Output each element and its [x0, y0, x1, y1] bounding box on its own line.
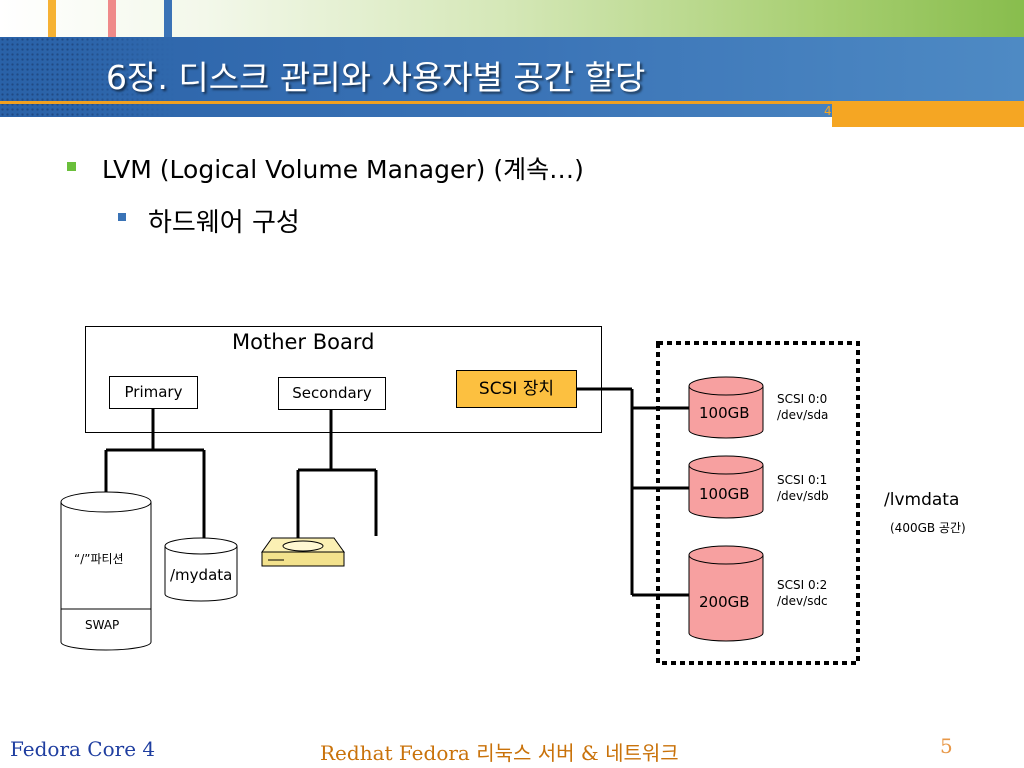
- lvm-volume-name: /lvmdata: [884, 490, 960, 510]
- slide-title: 6장. 디스크 관리와 사용자별 공간 할당: [106, 58, 646, 97]
- disk-1-size: 100GB: [699, 404, 750, 422]
- primary-controller: Primary: [109, 376, 198, 409]
- scsi-controller: SCSI 장치: [456, 370, 577, 408]
- page-number: 5: [940, 734, 953, 758]
- secondary-controller: Secondary: [278, 377, 386, 410]
- disk-3-dev: /dev/sdc: [777, 594, 828, 608]
- lvm-volume-size: (400GB 공간): [890, 521, 966, 535]
- primary-bus: [104, 409, 206, 540]
- top-decoration: [0, 0, 1024, 37]
- cdrom-drive: [261, 537, 345, 567]
- scsi-disk-1: [688, 376, 764, 439]
- scsi-disk-2: [688, 455, 764, 519]
- bullet-blue-square: [118, 213, 126, 221]
- bullet-hardware: 하드웨어 구성: [148, 208, 300, 238]
- decor-bar-blue: [164, 0, 172, 37]
- swap-label: SWAP: [85, 618, 120, 632]
- title-accent-block: [832, 101, 1024, 127]
- bullet-lvm: LVM (Logical Volume Manager) (계속…): [102, 155, 584, 184]
- disk-2-id: SCSI 0:1: [777, 473, 828, 487]
- lvm-group-border: [656, 341, 860, 665]
- scsi-disk-3: [688, 545, 764, 642]
- disk-2-size: 100GB: [699, 485, 750, 503]
- disk-1-dev: /dev/sda: [777, 408, 829, 422]
- root-swap-disk: [60, 491, 152, 651]
- secondary-bus: [296, 410, 378, 540]
- page-mark: 4: [824, 104, 832, 118]
- disk-3-id: SCSI 0:2: [777, 578, 828, 592]
- disk-3-size: 200GB: [699, 593, 750, 611]
- decor-bar-orange: [48, 0, 56, 37]
- disk-2-dev: /dev/sdb: [777, 489, 829, 503]
- title-underline: [0, 101, 1024, 104]
- scsi-bus: [577, 387, 692, 597]
- footer-left: Fedora Core 4: [10, 737, 156, 761]
- mydata-disk: [164, 537, 238, 602]
- decor-bar-pink: [108, 0, 116, 37]
- disk-1-id: SCSI 0:0: [777, 392, 828, 406]
- root-partition-label: “/”파티션: [74, 552, 124, 566]
- motherboard-label: Mother Board: [232, 330, 375, 354]
- footer-center: Redhat Fedora 리눅스 서버 & 네트워크: [320, 741, 679, 765]
- mydata-label: /mydata: [170, 566, 233, 584]
- bullet-green-square: [67, 162, 76, 171]
